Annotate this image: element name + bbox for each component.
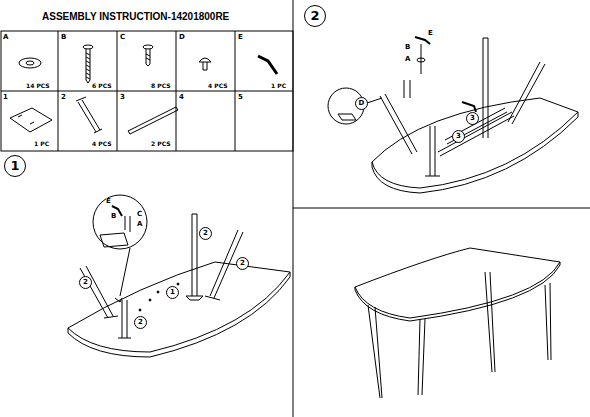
part-label: 4 (179, 94, 184, 101)
callout-number: 2 (134, 316, 147, 329)
part-label: 2 PCS (151, 141, 171, 147)
callout-letter: C (137, 211, 142, 218)
step-number: 2 (304, 5, 326, 27)
callout-number: D (355, 97, 368, 110)
part-label: 2 (61, 94, 66, 101)
callout-letter: A (137, 221, 142, 228)
callout-number: 1 (166, 286, 179, 299)
callout-letter: B (405, 44, 410, 51)
sheet-title: ASSEMBLY INSTRUCTION-14201800RE (42, 12, 229, 22)
part-label: 1 PC (34, 141, 49, 147)
part-label: 1 (3, 94, 8, 101)
part-label: 4 PCS (208, 83, 228, 89)
callout-number: 3 (466, 112, 479, 125)
part-label: 4 PCS (92, 141, 112, 147)
callout-number: 2 (199, 227, 212, 240)
callout-number: 2 (236, 257, 249, 270)
part-label: 8 PCS (151, 83, 171, 89)
callout-letter: B (111, 213, 116, 220)
callout-letter: E (428, 30, 433, 37)
callout-letter: E (106, 198, 111, 205)
callout-number: 2 (79, 276, 92, 289)
callout-letter: A (405, 56, 410, 63)
part-label: C (120, 34, 125, 41)
part-label: D (179, 34, 185, 41)
part-label: 14 PCS (26, 83, 50, 89)
part-label: E (238, 34, 243, 41)
part-label: A (3, 34, 8, 41)
part-label: 5 (238, 94, 243, 101)
part-label: B (61, 34, 66, 41)
callout-number: 3 (452, 130, 465, 143)
step-number: 1 (4, 155, 26, 177)
part-label: 6 PCS (92, 83, 112, 89)
part-label: 3 (120, 94, 125, 101)
part-label: 1 PC (271, 83, 286, 89)
